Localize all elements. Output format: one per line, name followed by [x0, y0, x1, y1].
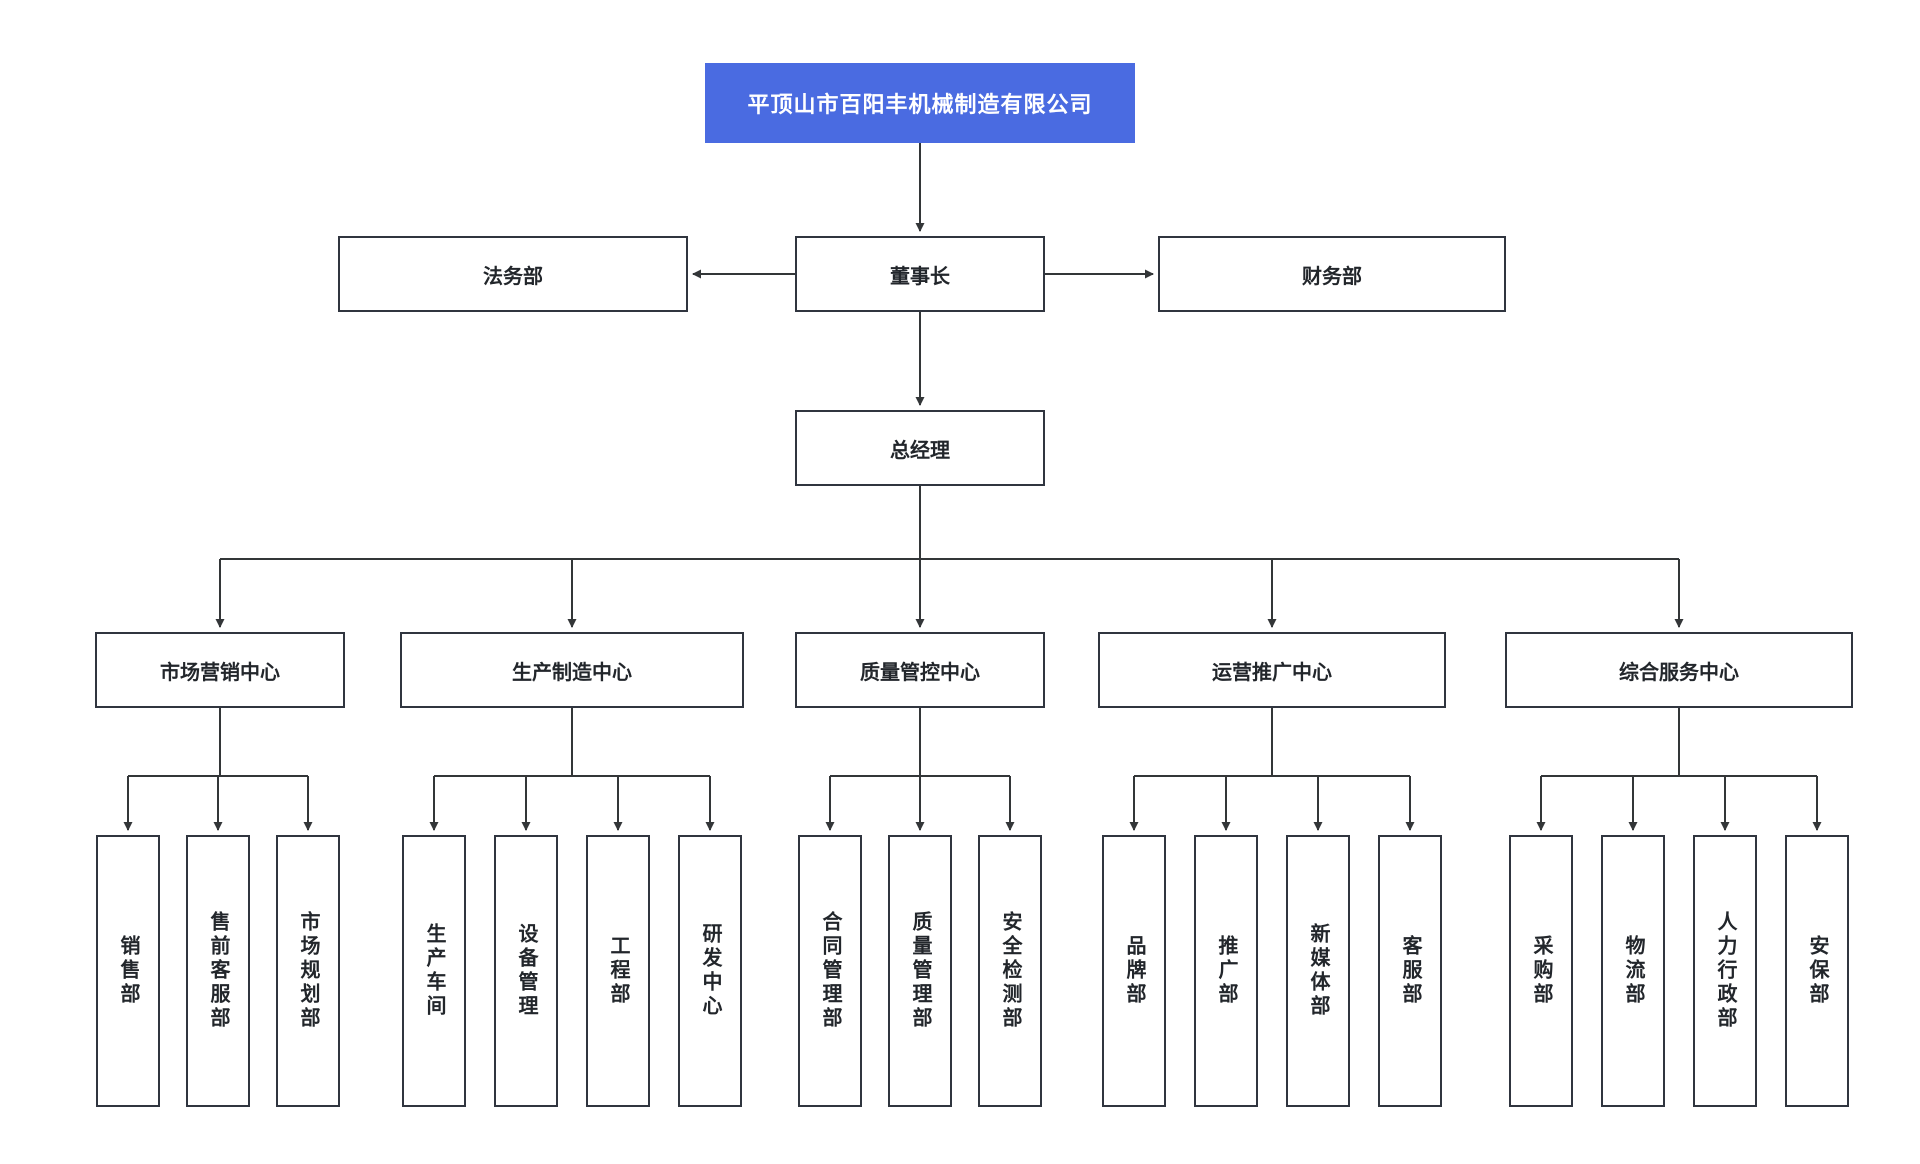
new-media-dept-label: 新媒体部: [1307, 923, 1329, 1019]
procurement-dept-label: 采购部: [1530, 935, 1552, 1007]
contract-management-dept-label: 合同管理部: [819, 911, 841, 1031]
node-company-root: 平顶山市百阳丰机械制造有限公司: [705, 63, 1135, 143]
presales-service-dept-label: 售前客服部: [207, 911, 229, 1031]
customer-service-dept-label: 客服部: [1399, 935, 1421, 1007]
rd-center-label: 研发中心: [699, 923, 721, 1019]
node-sales-dept: 销售部: [96, 835, 160, 1107]
market-planning-dept-label: 市场规划部: [297, 911, 319, 1031]
node-equipment-management: 设备管理: [494, 835, 558, 1107]
edge-center3-bus: [830, 708, 1010, 777]
finance-dept-label: 财务部: [1302, 265, 1362, 288]
node-quality-center: 质量管控中心: [795, 632, 1045, 708]
node-service-center: 综合服务中心: [1505, 632, 1853, 708]
legal-dept-label: 法务部: [483, 265, 543, 288]
edge-center4-bus: [1134, 708, 1410, 777]
promotion-dept-label: 推广部: [1215, 935, 1237, 1007]
node-brand-dept: 品牌部: [1102, 835, 1166, 1107]
node-safety-inspection-dept: 安全检测部: [978, 835, 1042, 1107]
node-market-planning-dept: 市场规划部: [276, 835, 340, 1107]
node-finance-dept: 财务部: [1158, 236, 1506, 312]
production-workshop-label: 生产车间: [423, 923, 445, 1019]
edge-gm-bus: [220, 486, 1679, 560]
production-center-label: 生产制造中心: [512, 661, 632, 684]
security-dept-label: 安保部: [1806, 935, 1828, 1007]
node-general-manager: 总经理: [795, 410, 1045, 486]
node-procurement-dept: 采购部: [1509, 835, 1573, 1107]
edge-center1-bus: [128, 708, 308, 777]
node-new-media-dept: 新媒体部: [1286, 835, 1350, 1107]
node-promotion-dept: 推广部: [1194, 835, 1258, 1107]
sales-dept-label: 销售部: [117, 935, 139, 1007]
edge-center5-bus: [1541, 708, 1817, 777]
node-production-workshop: 生产车间: [402, 835, 466, 1107]
node-rd-center: 研发中心: [678, 835, 742, 1107]
logistics-dept-label: 物流部: [1622, 935, 1644, 1007]
node-engineering-dept: 工程部: [586, 835, 650, 1107]
node-operations-center: 运营推广中心: [1098, 632, 1446, 708]
safety-inspection-dept-label: 安全检测部: [999, 911, 1021, 1031]
hr-admin-dept-label: 人力行政部: [1714, 911, 1736, 1031]
node-customer-service-dept: 客服部: [1378, 835, 1442, 1107]
node-legal-dept: 法务部: [338, 236, 688, 312]
node-quality-management-dept: 质量管理部: [888, 835, 952, 1107]
brand-dept-label: 品牌部: [1123, 935, 1145, 1007]
general-manager-label: 总经理: [890, 439, 950, 462]
engineering-dept-label: 工程部: [607, 935, 629, 1007]
operations-center-label: 运营推广中心: [1212, 661, 1332, 684]
node-logistics-dept: 物流部: [1601, 835, 1665, 1107]
edge-center2-bus: [434, 708, 710, 777]
company-name-label: 平顶山市百阳丰机械制造有限公司: [747, 92, 1093, 117]
quality-center-label: 质量管控中心: [860, 661, 980, 684]
equipment-management-label: 设备管理: [515, 923, 537, 1019]
node-hr-admin-dept: 人力行政部: [1693, 835, 1757, 1107]
node-presales-service-dept: 售前客服部: [186, 835, 250, 1107]
node-security-dept: 安保部: [1785, 835, 1849, 1107]
marketing-center-label: 市场营销中心: [160, 661, 280, 684]
node-production-center: 生产制造中心: [400, 632, 744, 708]
service-center-label: 综合服务中心: [1619, 661, 1739, 684]
quality-management-dept-label: 质量管理部: [909, 911, 931, 1031]
node-marketing-center: 市场营销中心: [95, 632, 345, 708]
node-chairman: 董事长: [795, 236, 1045, 312]
node-contract-management-dept: 合同管理部: [798, 835, 862, 1107]
chairman-label: 董事长: [890, 265, 950, 288]
